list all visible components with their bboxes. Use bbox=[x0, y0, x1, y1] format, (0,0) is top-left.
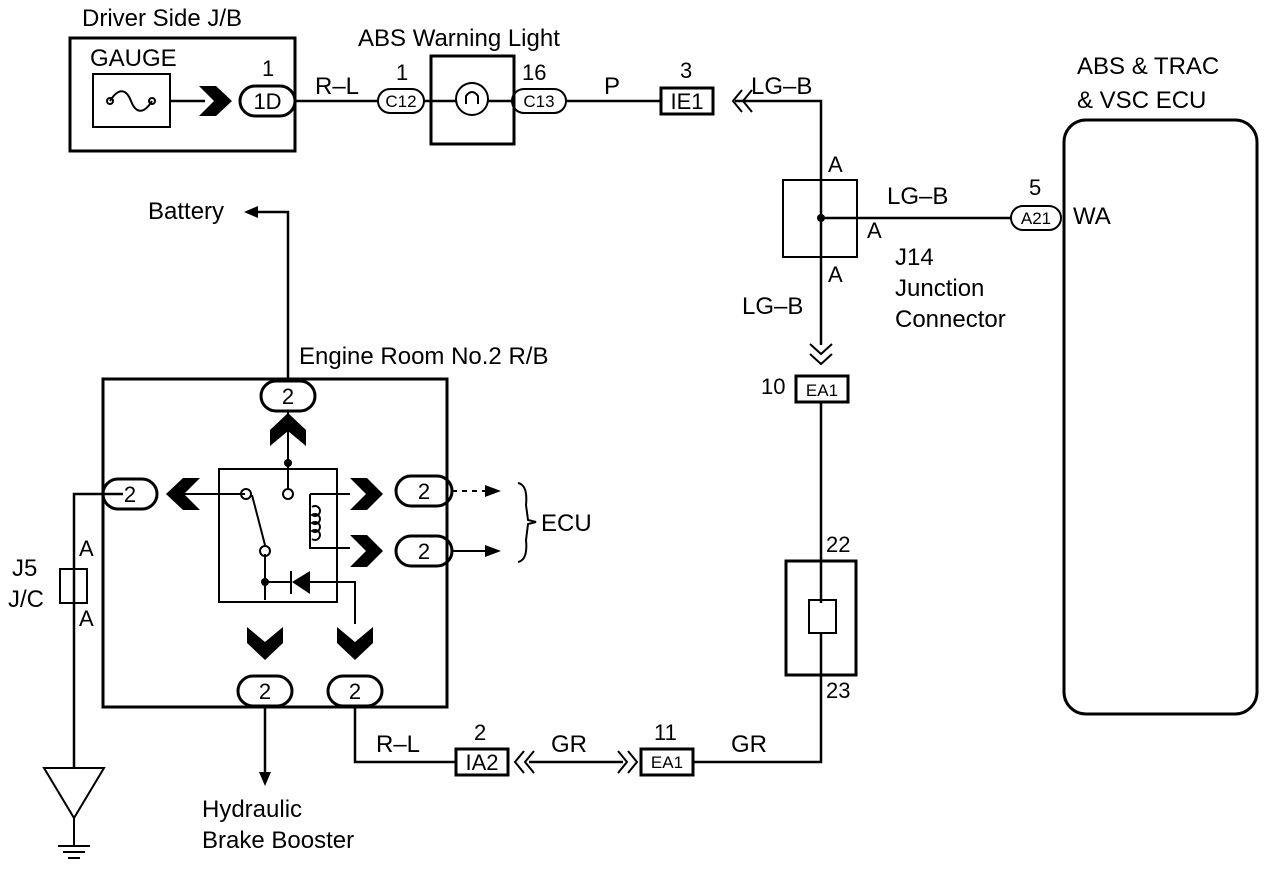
wire-label-p: P bbox=[604, 73, 620, 100]
wire-rl-bot bbox=[353, 706, 456, 764]
rb-connector-bottom-2: 2 bbox=[349, 679, 361, 704]
pin-1d-number: 1 bbox=[262, 56, 274, 81]
junction-label: Junction bbox=[895, 275, 984, 302]
ecu-title-line2: & VSC ECU bbox=[1077, 87, 1206, 114]
connector-c13: C13 bbox=[523, 92, 554, 111]
wire-label-lgb-top: LG–B bbox=[751, 73, 812, 100]
pin-ea1-top-number: 10 bbox=[761, 374, 785, 399]
wa-terminal-label: WA bbox=[1073, 203, 1111, 230]
pin-ia2-number: 2 bbox=[474, 720, 486, 745]
connector-1d: 1D bbox=[253, 89, 281, 114]
wire-label-lgb-mid: LG–B bbox=[887, 183, 948, 210]
open-chevron-icon bbox=[809, 343, 833, 366]
ecu-title-line1: ABS & TRAC bbox=[1077, 53, 1219, 80]
driver-side-jb-label: Driver Side J/B bbox=[82, 5, 242, 32]
wire-label-gr-mid: GR bbox=[551, 731, 587, 758]
ecu-brace bbox=[517, 482, 537, 563]
connector-label: Connector bbox=[895, 306, 1006, 333]
pin-23: 23 bbox=[826, 678, 850, 703]
rb-connector-bottom-1: 2 bbox=[259, 679, 271, 704]
wire-ground bbox=[72, 492, 123, 769]
chevron-down-icon bbox=[337, 627, 373, 660]
engine-room-rb-label: Engine Room No.2 R/B bbox=[299, 343, 548, 370]
relay-coil-icon bbox=[310, 505, 321, 541]
wire-fuse-gr bbox=[693, 633, 823, 764]
rb-connector-right-2: 2 bbox=[418, 539, 430, 564]
j14-pin-a-top: A bbox=[828, 152, 843, 177]
battery-label: Battery bbox=[148, 198, 224, 225]
abs-warning-light-label: ABS Warning Light bbox=[358, 25, 560, 52]
rb-connector-top: 2 bbox=[282, 384, 294, 409]
chevron-left-icon bbox=[166, 478, 200, 510]
chevron-right-icon bbox=[350, 535, 383, 567]
wire-label-lgb-vert: LG–B bbox=[742, 293, 803, 320]
abs-trac-vsc-ecu-box bbox=[1062, 118, 1259, 716]
open-chevron-icon bbox=[513, 750, 535, 774]
fuse-element bbox=[808, 599, 837, 634]
connector-ea1-top: EA1 bbox=[806, 381, 838, 400]
rb-connector-right-1: 2 bbox=[418, 479, 430, 504]
j14-pin-a-bottom: A bbox=[828, 262, 843, 287]
connector-ie1: IE1 bbox=[670, 89, 703, 114]
pin-a21-number: 5 bbox=[1029, 175, 1041, 200]
open-chevron-icon bbox=[617, 750, 639, 774]
connector-ia2: IA2 bbox=[465, 750, 498, 775]
j5-pin-a-top: A bbox=[79, 536, 94, 561]
j14-label: J14 bbox=[895, 244, 934, 271]
chevron-right-icon bbox=[199, 86, 232, 116]
wire-battery bbox=[258, 210, 290, 381]
brake-booster-label: Brake Booster bbox=[202, 827, 354, 854]
rb-connector-left: 2 bbox=[124, 482, 136, 507]
chevron-up-icon bbox=[270, 413, 306, 446]
wire-lgb-top bbox=[735, 99, 823, 345]
hydraulic-label: Hydraulic bbox=[202, 796, 302, 823]
j14-pin-a-right: A bbox=[867, 218, 882, 243]
jc-label: J/C bbox=[8, 586, 44, 613]
wire-label-rl-top: R–L bbox=[315, 73, 359, 100]
connector-c12: C12 bbox=[385, 92, 416, 111]
gauge-label: GAUGE bbox=[90, 45, 177, 72]
chevron-right-icon bbox=[350, 478, 383, 510]
j5-label: J5 bbox=[12, 555, 37, 582]
chevron-down-icon bbox=[247, 627, 283, 660]
wire-label-rl-bottom: R–L bbox=[376, 731, 420, 758]
wire-label-gr-right: GR bbox=[731, 731, 767, 758]
ground-symbol bbox=[42, 767, 106, 820]
ecu-label: ECU bbox=[541, 510, 592, 537]
pin-c13-number: 16 bbox=[522, 60, 546, 85]
diode-icon bbox=[292, 571, 310, 594]
connector-ea1-bottom: EA1 bbox=[651, 753, 683, 772]
pin-ea1-bottom-number: 11 bbox=[654, 720, 677, 745]
open-chevron-icon bbox=[731, 89, 753, 113]
pin-22: 22 bbox=[826, 532, 850, 557]
fuse-icon bbox=[109, 90, 153, 112]
relay-box bbox=[218, 468, 338, 603]
warning-lamp-icon bbox=[455, 82, 489, 116]
connector-a21: A21 bbox=[1021, 209, 1051, 228]
pin-c12-number: 1 bbox=[396, 60, 408, 85]
j5-pin-a-bottom: A bbox=[79, 606, 94, 631]
pin-ie1-number: 3 bbox=[680, 58, 692, 83]
